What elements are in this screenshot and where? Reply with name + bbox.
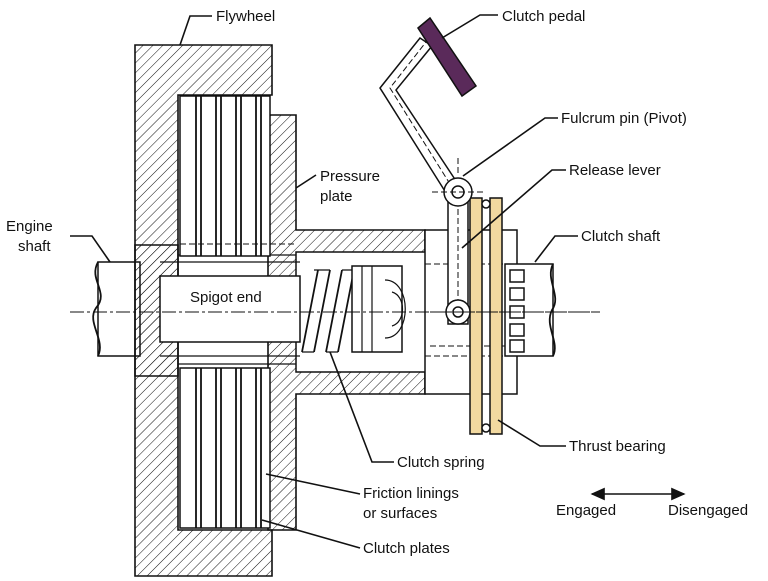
clutch-plates-bottom (179, 367, 271, 529)
clutch-shaft (504, 263, 557, 357)
engine-shaft-label-2: shaft (18, 238, 51, 255)
engine-shaft-label-1: Engine (6, 218, 53, 235)
release-lever (445, 193, 471, 325)
engaged-label: Engaged (556, 502, 616, 519)
flywheel-label: Flywheel (216, 8, 275, 25)
leader-thrust-bearing (497, 419, 566, 447)
leader-clutch-shaft (534, 235, 578, 263)
spigot-end (159, 254, 301, 365)
leader-clutch-pedal (441, 14, 498, 39)
leader-engine-shaft (70, 235, 111, 263)
clutch-spring (301, 269, 355, 353)
spigot-end-label: Spigot end (190, 289, 262, 306)
thrust-bearing-label: Thrust bearing (569, 438, 666, 455)
friction-linings-label-1: Friction linings (363, 485, 459, 502)
pressure-plate-label-1: Pressure (320, 168, 380, 185)
clutch-shaft-label: Clutch shaft (581, 228, 661, 245)
pressure-plate-label-2: plate (320, 188, 353, 205)
leader-fulcrum (462, 117, 558, 177)
leader-clutch-plates (261, 519, 361, 549)
leader-flywheel (179, 15, 212, 46)
clutch-pedal (417, 16, 478, 98)
friction-linings-label-2: or surfaces (363, 505, 437, 522)
fulcrum-pin-label: Fulcrum pin (Pivot) (561, 110, 687, 127)
release-lever-label: Release lever (569, 162, 661, 179)
leader-clutch-spring (329, 351, 394, 463)
clutch-pedal-label: Clutch pedal (502, 8, 585, 25)
disengaged-label: Disengaged (668, 502, 748, 519)
leader-friction-linings (265, 473, 361, 495)
release-collar (351, 265, 406, 353)
clutch-plates-top (179, 95, 296, 257)
leader-release-lever (461, 169, 566, 249)
clutch-plates-label: Clutch plates (363, 540, 450, 557)
leader-pressure-plate (295, 174, 317, 189)
thrust-bearing (469, 197, 503, 435)
clutch-spring-label: Clutch spring (397, 454, 485, 471)
engine-shaft (92, 261, 141, 357)
fulcrum-pin (432, 158, 484, 207)
